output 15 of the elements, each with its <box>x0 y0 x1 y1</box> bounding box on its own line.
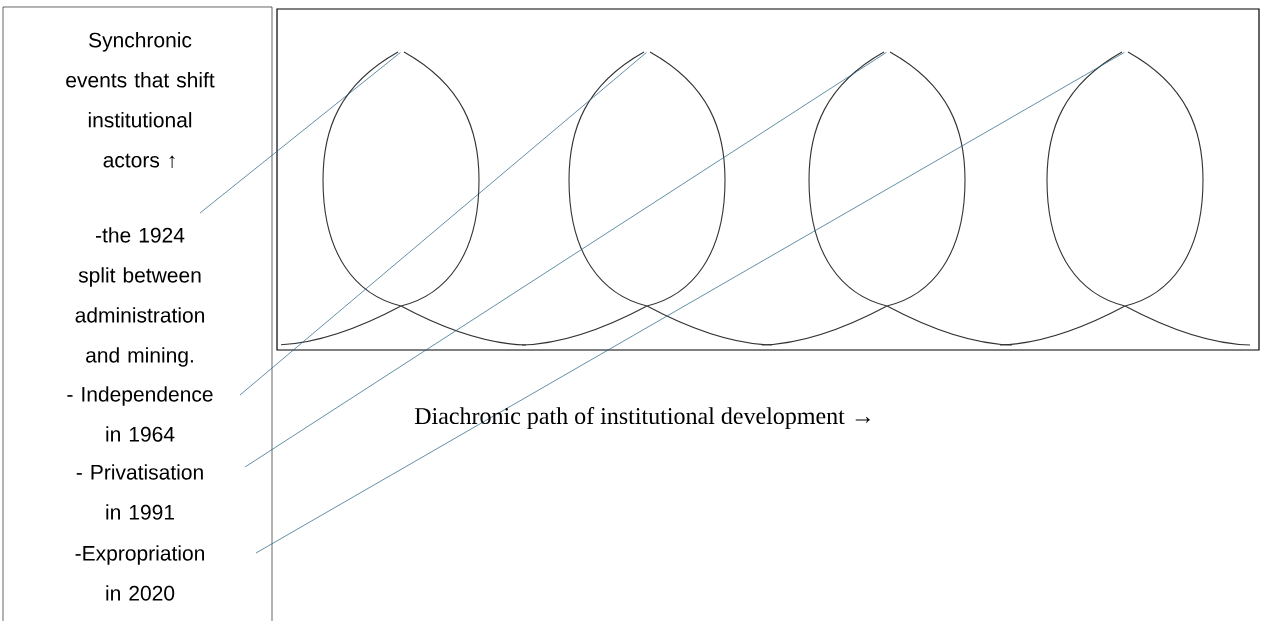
leader-line <box>244 52 887 468</box>
leader-line <box>255 51 1125 554</box>
leader-line <box>199 52 401 214</box>
loop-curve <box>281 51 527 346</box>
text-panel <box>2 6 273 621</box>
loop-curve <box>761 51 1013 346</box>
event-text: -the 1924 split between administration and mining. <box>75 227 204 367</box>
event-text: - Independence in 1964 <box>67 386 213 442</box>
event-text: -Expropriation in 2020 <box>75 545 204 601</box>
loop-curve <box>521 51 773 346</box>
loop-curve <box>999 51 1251 346</box>
leader-line <box>239 52 647 396</box>
heading: Synchronic events that shift institutional actors ↑ <box>66 32 215 168</box>
event-text: - Privatisation in 1991 <box>76 464 203 520</box>
axis-caption: Diachronic path of institutional development → <box>414 407 870 429</box>
